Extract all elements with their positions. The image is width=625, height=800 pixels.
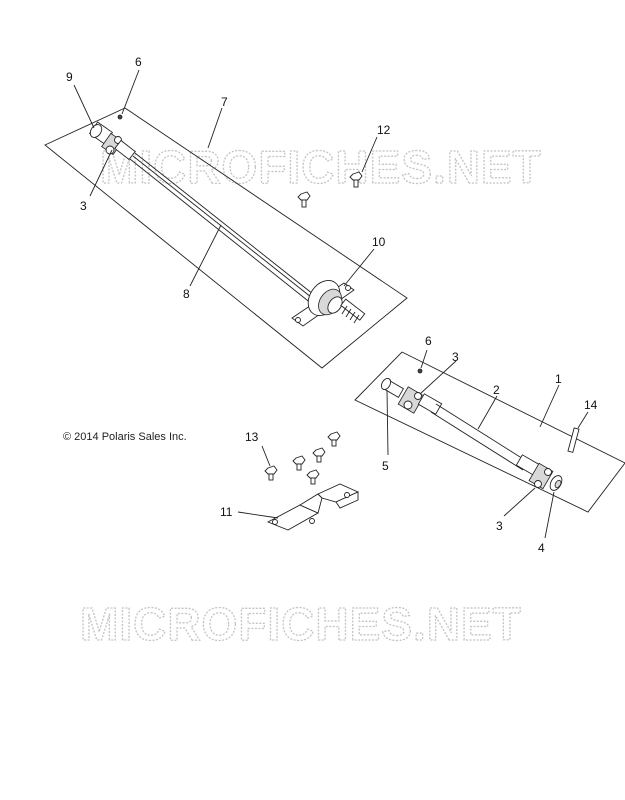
leader-3-lower-top <box>419 360 457 395</box>
leader-12 <box>361 136 378 173</box>
callout-5: 5 <box>382 459 389 473</box>
short-drive-shaft-icon <box>380 377 563 491</box>
callout-14: 14 <box>584 398 598 412</box>
callout-10: 10 <box>372 235 386 249</box>
lower-shaft-assembly: 6 3 2 1 14 5 3 4 <box>354 334 625 555</box>
leader-6-top <box>121 69 140 115</box>
upper-grease-fitting-icon <box>117 114 123 120</box>
bracket-assembly: 13 11 <box>220 430 360 531</box>
bolt-13-c-icon <box>312 447 326 463</box>
leader-6-lower <box>420 349 428 369</box>
leader-14 <box>577 411 589 429</box>
leader-9 <box>73 84 95 129</box>
leader-10 <box>343 248 375 287</box>
leader-1 <box>539 384 560 428</box>
callout-9: 9 <box>66 70 73 84</box>
callout-13: 13 <box>245 430 259 444</box>
pin-icon <box>567 427 580 453</box>
carrier-bearing-icon <box>291 280 366 327</box>
long-drive-shaft-icon <box>129 152 319 305</box>
leader-11 <box>237 511 279 519</box>
leader-2 <box>477 395 498 430</box>
bolt-12-icon <box>349 171 363 188</box>
callout-4: 4 <box>538 541 545 555</box>
leader-3-lower-bottom <box>503 487 536 517</box>
watermark-top: MICROFICHES.NET <box>100 141 542 193</box>
upper-assembly-panel <box>44 107 408 369</box>
callout-8: 8 <box>183 287 190 301</box>
callout-11: 11 <box>220 505 233 519</box>
bolt-13-d-icon <box>327 431 341 447</box>
leader-5 <box>386 389 389 456</box>
callout-6-top: 6 <box>135 55 142 69</box>
leader-4 <box>544 491 555 539</box>
leader-3-top <box>89 149 113 197</box>
mounting-bracket-icon <box>266 483 360 531</box>
bolt-13-e-icon <box>306 469 320 485</box>
lower-grease-fitting-icon <box>417 368 423 374</box>
callout-3-top: 3 <box>80 199 87 213</box>
leader-7 <box>207 107 223 149</box>
upper-bolt-icon <box>297 191 311 208</box>
leader-13 <box>261 445 271 467</box>
copyright-text: © 2014 Polaris Sales Inc. <box>63 431 187 443</box>
upper-shaft-assembly: 9 6 7 3 8 12 10 <box>44 55 408 369</box>
watermark-bottom: MICROFICHES.NET <box>80 598 522 650</box>
callout-6-lower: 6 <box>425 334 432 348</box>
callout-2: 2 <box>493 383 500 397</box>
callout-7: 7 <box>221 95 228 109</box>
callout-3-lower-top: 3 <box>452 350 459 364</box>
callout-3-lower-bottom: 3 <box>496 519 503 533</box>
leader-8 <box>189 224 222 287</box>
callout-1: 1 <box>555 372 562 386</box>
bolt-13-b-icon <box>292 455 306 471</box>
bolt-13-a-icon <box>264 465 278 481</box>
callout-12: 12 <box>377 123 391 137</box>
lower-assembly-panel <box>354 351 625 513</box>
